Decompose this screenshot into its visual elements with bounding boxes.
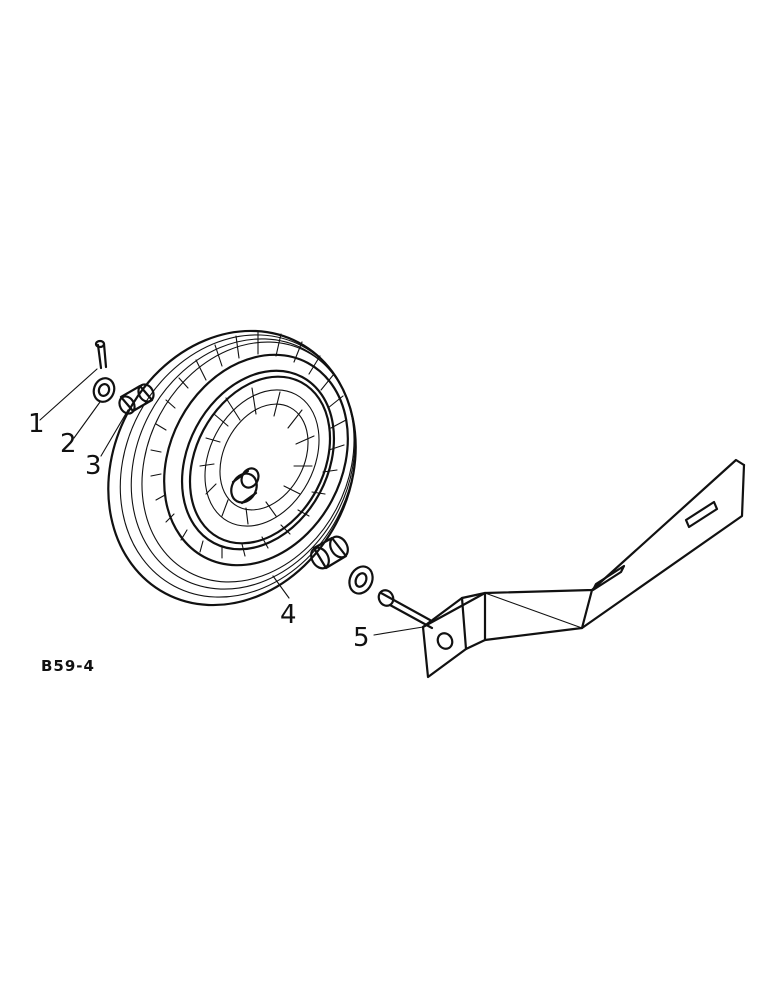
callout-5: 5 [353, 623, 370, 653]
washer-right [348, 565, 374, 595]
bushing-right [310, 535, 349, 570]
callout-3: 3 [85, 451, 102, 481]
wheel-arm-bracket [377, 458, 746, 679]
wheel-with-tire [107, 329, 357, 607]
axle-shaft [377, 589, 434, 630]
callout-1: 1 [28, 409, 45, 439]
callout-2: 2 [60, 429, 77, 459]
callout-4: 4 [280, 600, 297, 630]
cotter-pin [94, 339, 108, 370]
leader-lines [39, 368, 424, 636]
bracket-slots [591, 500, 719, 592]
rim-dish-lines [199, 387, 315, 525]
bushing [118, 383, 155, 415]
washer [92, 377, 116, 403]
figure-id-label: B59-4 [41, 657, 95, 675]
